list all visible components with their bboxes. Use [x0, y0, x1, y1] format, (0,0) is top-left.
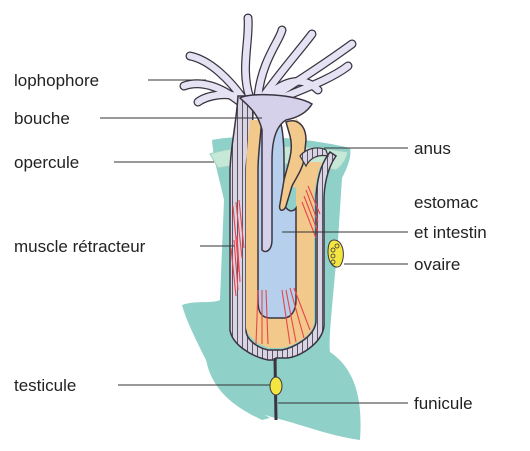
anus-opening: [299, 147, 329, 168]
label-estomac: estomac: [414, 193, 479, 212]
label-testicule: testicule: [14, 376, 76, 395]
mouth-region: [238, 93, 314, 253]
testis: [269, 376, 283, 396]
label-muscle: muscle rétracteur: [14, 237, 146, 256]
label-funicule: funicule: [414, 394, 473, 413]
label-intestin: et intestin: [414, 223, 487, 242]
rectum: [278, 120, 307, 211]
label-lophophore: lophophore: [14, 71, 99, 90]
lophophore-tentacles: [179, 13, 357, 107]
label-opercule: opercule: [14, 153, 79, 172]
label-bouche: bouche: [14, 109, 70, 128]
leader-lines: [100, 79, 408, 404]
label-ovaire: ovaire: [414, 255, 460, 274]
body-wall-outline: [229, 95, 338, 361]
ovary-eggs: [330, 243, 340, 265]
label-anus: anus: [414, 139, 451, 158]
coelom: [246, 120, 322, 348]
